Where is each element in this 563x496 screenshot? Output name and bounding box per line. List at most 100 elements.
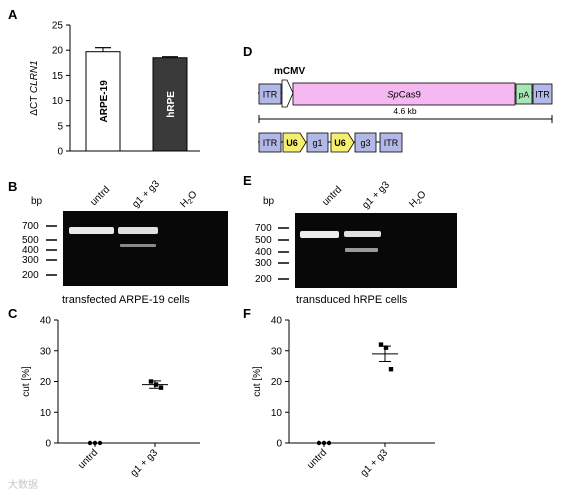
- c-y-tick-label: 10: [40, 408, 52, 419]
- itr-right-box: [532, 83, 553, 105]
- f-point-g1g3-2: [388, 367, 394, 372]
- f-y-tick-label: 20: [271, 377, 283, 388]
- c-point-untrd-0: [87, 440, 93, 446]
- gel-b-ladder-400: 400: [22, 245, 39, 256]
- c-point-g1g3-2: [158, 385, 164, 390]
- gel-b: [63, 211, 228, 286]
- u6-arrow-2: [330, 132, 355, 153]
- construct-diagram: mCMV ITR SpCas9 pA ITR 4.6 kb ITR U6 g1 …: [258, 66, 553, 153]
- gel-e-ladder-500: 500: [255, 235, 272, 246]
- a-y-tick-label: 5: [57, 121, 63, 132]
- c-point-untrd-1: [92, 440, 98, 446]
- itr-left-box: [258, 83, 282, 105]
- gel-e-ladder: 700 500 400 300 200: [255, 223, 289, 285]
- panel-label-f: F: [243, 306, 251, 321]
- f-x-tick-label-1: g1 + g3: [359, 447, 391, 479]
- panel-label-c: C: [8, 306, 18, 321]
- f-x-tick-label-0: untrd: [305, 447, 329, 471]
- f-point-untrd-0: [316, 440, 322, 446]
- a-y-tick-label: 0: [57, 147, 63, 158]
- c-x-tick-label-0: untrd: [76, 447, 100, 471]
- size-label: 4.6 kb: [393, 106, 416, 116]
- gel-b-background: [63, 211, 228, 286]
- f-y-tick-label: 10: [271, 408, 283, 419]
- a-bar-1: [152, 57, 188, 152]
- guide-itr-left-box: [258, 132, 282, 153]
- gel-b-ladder-500: 500: [22, 235, 39, 246]
- gel-b-band-g1g3-400: [120, 244, 156, 247]
- c-y-tick-label: 40: [40, 316, 52, 327]
- pa-box: [515, 83, 533, 105]
- f-y-tick-label: 0: [276, 439, 282, 450]
- f-point-untrd-2: [326, 440, 332, 446]
- a-bar-label-1: hRPE: [166, 91, 177, 118]
- u6-label-2: U6: [334, 138, 346, 148]
- a-y-tick-label: 25: [52, 21, 64, 32]
- gel-e: [295, 213, 457, 288]
- gel-b-caption: transfected ARPE-19 cells: [62, 294, 190, 306]
- gel-b-band-untrd-700: [69, 227, 114, 234]
- gel-b-ladder-700: 700: [22, 221, 39, 232]
- watermark: 大数据: [8, 478, 38, 491]
- gel-e-ladder-300: 300: [255, 258, 272, 269]
- pa-label: pA: [519, 90, 530, 100]
- guide-itr-right-label: ITR: [384, 138, 399, 148]
- gel-b-lane-untrd: untrd: [88, 184, 112, 208]
- c-y-axis-label: cut [%]: [21, 366, 32, 397]
- itr-left-label: ITR: [263, 90, 278, 100]
- mcmv-arrow: [281, 79, 294, 108]
- gel-b-band-g1g3-700: [118, 227, 158, 234]
- guide-itr-right-box: [379, 132, 403, 153]
- g1-box: [306, 132, 329, 153]
- c-point-g1g3-0: [148, 379, 154, 384]
- panel-label-a: A: [8, 7, 18, 22]
- gel-b-ladder: 700 500 400 300 200: [22, 221, 57, 281]
- a-bar-label-0: ARPE-19: [99, 80, 110, 123]
- f-y-tick-label: 40: [271, 316, 283, 327]
- g3-label: g3: [360, 138, 370, 148]
- cas9-label: SpCas9: [387, 90, 421, 101]
- c-point-g1g3-1: [153, 382, 159, 387]
- panel-label-b: B: [8, 179, 17, 194]
- u6-label-1: U6: [286, 138, 298, 148]
- f-point-g1g3-0: [378, 342, 384, 347]
- gel-e-caption: transduced hRPE cells: [296, 294, 408, 306]
- c-y-tick-label: 0: [45, 439, 51, 450]
- panel-label-e: E: [243, 173, 252, 188]
- gel-b-lane-h2o: H2O: [178, 189, 200, 211]
- g1-label: g1: [312, 138, 322, 148]
- cas9-box: [292, 82, 516, 106]
- gel-e-band-g1g3-400: [345, 248, 378, 252]
- a-y-tick-label: 15: [52, 71, 64, 82]
- c-point-untrd-2: [97, 440, 103, 446]
- gel-b-lane-g1g3: g1 + g3: [130, 178, 162, 210]
- panel-label-d: D: [243, 44, 252, 59]
- mcmv-label: mCMV: [274, 66, 305, 77]
- a-y-tick-label: 10: [52, 96, 64, 107]
- gel-e-lane-untrd: untrd: [320, 184, 344, 208]
- c-y-tick-label: 20: [40, 377, 52, 388]
- f-y-tick-label: 30: [271, 346, 283, 357]
- itr-right-label: ITR: [535, 90, 550, 100]
- f-point-untrd-1: [321, 440, 327, 446]
- gel-b-bp-label: bp: [31, 196, 43, 207]
- f-point-g1g3-1: [383, 345, 389, 350]
- a-y-axis-label: ΔCT CLRN1: [29, 60, 40, 115]
- f-y-axis-label: cut [%]: [252, 366, 263, 397]
- gel-b-ladder-300: 300: [22, 255, 39, 266]
- gel-e-band-untrd-700: [300, 231, 339, 238]
- a-bar-0: [85, 51, 121, 152]
- scatter-chart-f: 0 10 20 30 40 cut [%] untrd g1 + g3: [252, 316, 435, 479]
- gel-e-band-g1g3-700: [344, 231, 381, 237]
- gel-b-ladder-200: 200: [22, 270, 39, 281]
- u6-arrow-1: [282, 132, 307, 153]
- gel-e-lane-h2o: H2O: [407, 189, 429, 211]
- c-y-tick-label: 30: [40, 346, 52, 357]
- a-y-tick-label: 20: [52, 46, 64, 57]
- gel-e-lane-g1g3: g1 + g3: [360, 179, 392, 211]
- gel-e-ladder-400: 400: [255, 247, 272, 258]
- guide-itr-left-label: ITR: [263, 138, 278, 148]
